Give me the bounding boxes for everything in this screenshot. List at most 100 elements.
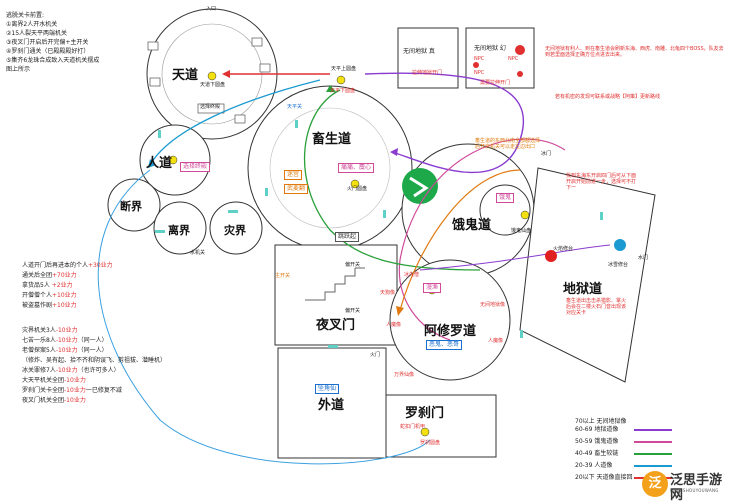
power-row-text: 被盗墓作剧 [22,302,53,309]
legend-3: 40-49 畜生较链 [575,450,619,457]
realm-diyu: 地狱道 [563,282,603,297]
power-row-text: （修炸、吴有起、拾不齐和阴误飞、剪祖拔、潜睡机） [22,357,167,364]
left-note-1: ①离界2人开水机关 [6,21,58,28]
power-loss-row: 灾界机关3人-10业力 [22,327,78,335]
xiuluo-circle [389,259,511,381]
tag-bingxian: 冰先僧 [404,272,420,278]
power-loss-row: （修炸、吴有起、拾不齐和阴误飞、剪祖拔、潜睡机） [22,357,166,365]
realm-luocha: 罗刹门 [405,406,445,421]
tag-chusheng-2: 火门圆盘 [347,186,368,192]
label-shuimen: 水门 [638,255,649,261]
power-gain-row: 被盗墓作剧+10业力 [22,302,77,310]
hell-true: 无间地狱 真 [403,48,435,55]
lijie-circle [153,201,207,255]
realm-yecha: 夜叉门 [316,318,356,333]
tag-yecha: 坠角仙 [315,384,340,394]
tag-tiangou: 天狗像 [380,290,396,296]
tag-egui-2: 饿鬼 [496,193,515,203]
realm-egui: 饿鬼道 [452,218,492,233]
label-tianping-guan: 天平关 [287,104,303,110]
legend-0: 70以上 无间地狱像 [575,418,627,425]
hell-npc-3: NPC [474,70,485,76]
left-notes-title: 逃脱关卡前置: [6,12,45,19]
power-row-text: 七苦一乐8人 [22,337,56,344]
tag-chusheng: 痛痛、麋心 [338,163,375,173]
hell-box-false [465,27,535,89]
label-xia-yuan: 天道下圆盘 [200,82,226,88]
power-row-text: 人道开门后再进本的个人 [22,262,89,269]
power-row-value: -10业力 [55,337,78,344]
tag-renjiao-2: 人魔像 [488,338,504,344]
red-note-2: 若有机密的发现可联系或战略【阿策】更新路线 [555,94,661,100]
yecha-region [274,244,398,346]
label-zhu-kai: 主开关 [275,273,291,279]
power-loss-row: 罗刹门关卡全团-10业力一已修复不减 [22,387,122,395]
left-note-2: ②15人裂天平两端机关 [6,30,68,37]
hell-note-2: 需要拉伸开门 [480,80,511,86]
label-huomen: 火门 [370,352,381,358]
realm-zaijie: 灾界 [224,224,246,237]
tag-egui: 饿鬼仙盘 [511,228,532,234]
realm-chushengdao: 畜生道 [312,132,352,147]
power-row-value: -10业力 [55,367,78,374]
hell-npc-2: NPC [508,56,519,62]
label-shuiji: 水机关 [190,250,206,256]
logo-mark-icon: 泛 [642,471,668,497]
label-yi-kai: 偏开关 [345,262,361,268]
label-bingtai: 冰雪修台 [608,262,629,268]
waidao-region [277,347,387,459]
tag-xiuluo: 恶鬼、恶哥 [426,340,463,350]
power-row-text: 大天平机关全团 [22,377,65,384]
realm-xiuluo: 阿修罗道 [424,324,477,339]
power-row-text: 罗刹门关卡全团 [22,387,65,394]
tag-renjiao: 人魔像 [386,322,402,328]
orange-note: 畜生道的东西北南全部都选择后开启机关可以走左边出口 [475,138,541,150]
tag-rendao: 选择终殿 [180,162,211,172]
power-row-text: 开僧僧个人 [22,292,53,299]
power-row-text: 冰关罪修7人 [22,367,56,374]
tag-chusheng-3: 迷宫 [284,170,303,180]
power-gain-row: 通关后全团+70业力 [22,272,77,280]
route-green [303,89,481,271]
power-row-text: 灾界机关3人 [22,327,56,334]
power-row-extra: （同一人） [77,337,108,344]
power-row-value: -10业力 [55,347,78,354]
power-loss-row: 夜叉门机关全团-10业力 [22,397,86,405]
tag-chusheng-4: 武麦翻 [284,184,309,194]
realm-waidao: 外道 [318,398,345,413]
diyu-note: 畜生道出击击杀猎影、掌火后会在二楼火石门音出现该对应关卡 [566,298,627,316]
power-row-text: 夜叉门机关全团 [22,397,65,404]
power-row-value: -10业力 [64,387,86,394]
label-rukou: 入口 [206,6,217,12]
power-row-extra: （也许可多人） [77,367,120,374]
tag-luocha: 蛇扣门机甲 [400,424,426,430]
power-gain-row: 拿货品5人 +2业力 [22,282,73,290]
left-note-6: 图上所示 [6,66,31,73]
egui-inner [479,184,531,236]
power-row-text: 老僧探案5人 [22,347,56,354]
label-tianping-upper: 天平上圆盘 [331,66,357,72]
power-row-extra: （同一人） [77,347,108,354]
hell-false: 无间地狱 幻 [474,45,506,52]
tag-wanjie: 万界仙像 [394,372,415,378]
power-loss-row: 大天平机关全团-10业力 [22,377,86,385]
left-note-3: ③夜叉门开启后开完偏+主开关 [6,39,89,46]
route-pink [398,138,566,341]
tag-wudao: 无间地狱像 [480,302,506,308]
route-blue [149,79,321,166]
power-row-value: +2业力 [51,282,73,289]
power-row-value: +10业力 [52,292,77,299]
power-loss-row: 冰关罪修7人-10业力（也许可多人） [22,367,120,375]
power-row-text: 拿货品5人 [22,282,52,289]
power-row-value: +70业力 [52,272,77,279]
site-logo[interactable]: 泛 泛思手游网 FANSISHOUYOUWANG [640,470,732,503]
power-gain-row: 人道开门后再进本的个人+30业力 [22,262,113,270]
label-tianping-lower: 天平下圆盘 [330,88,356,94]
left-note-5: ⑤集齐6龙珠合成致入天道机关摆成 [6,57,100,64]
legend-2: 50-59 饿鬼道像 [575,438,619,445]
luocha-region [385,394,497,458]
power-row-value: -10业力 [55,327,78,334]
realm-rendao: 人道 [146,156,173,171]
